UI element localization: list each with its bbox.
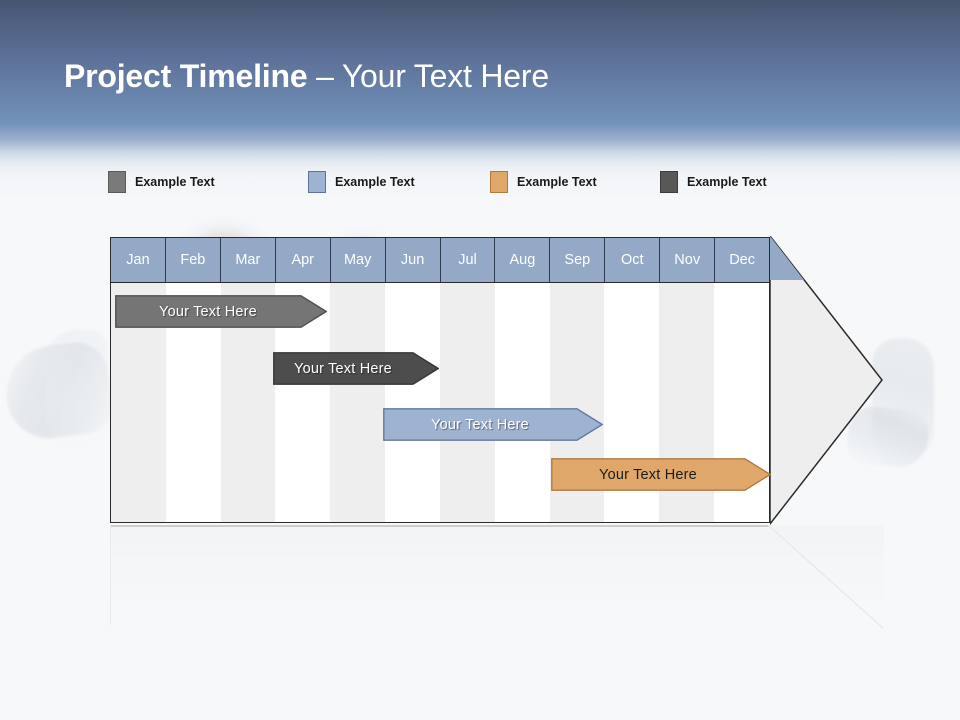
legend-item-4[interactable]: Example Text [660,170,767,194]
month-header-dec[interactable]: Dec [729,252,755,268]
month-header-apr[interactable]: Apr [276,238,331,282]
month-header-nov[interactable]: Nov [660,238,716,282]
legend-label-3: Example Text [517,175,597,189]
timeline-task-bar-1[interactable]: Your Text Here [115,295,327,328]
page-title-strong: Project Timeline [64,58,308,94]
timeline-task-bar-3[interactable]: Your Text Here [383,408,603,441]
task-bar-label-1: Your Text Here [159,303,257,320]
timeline-column-jul [439,238,495,522]
month-header-oct[interactable]: Oct [605,238,661,282]
month-header-aug[interactable]: Aug [495,238,551,282]
legend-swatch-icon-2 [308,171,326,193]
legend-item-3[interactable]: Example Text [490,170,597,194]
timeline-arrow-head [770,235,883,525]
month-header-may[interactable]: May [331,238,386,282]
task-bar-arrow-shape-1 [115,295,327,328]
legend-swatch-icon-3 [490,171,508,193]
task-bar-arrow-shape-3 [383,408,603,441]
ghost-photo-right-leg [872,338,934,456]
month-header-mar[interactable]: Mar [221,238,276,282]
task-bar-arrow-shape-2 [273,352,439,385]
timeline-task-bar-2[interactable]: Your Text Here [273,352,439,385]
timeline-column-mar [220,238,276,522]
month-header-jul[interactable]: Jul [441,238,496,282]
legend-swatch-icon-1 [108,171,126,193]
legend-label-2: Example Text [335,175,415,189]
legend-label-1: Example Text [135,175,215,189]
timeline-task-bar-4[interactable]: Your Text Here [551,458,771,491]
ghost-photo-left-leg [46,330,108,448]
timeline-column-jan [111,238,166,522]
timeline-column-feb [165,238,221,522]
month-header-sep[interactable]: Sep [550,238,606,282]
task-bar-label-3: Your Text Here [431,416,529,433]
legend-item-1[interactable]: Example Text [108,170,215,194]
task-bar-arrow-shape-4 [551,458,771,491]
legend: Example Text Example Text Example Text Exam… [108,170,868,194]
task-bar-label-2: Your Text Here [294,360,392,377]
timeline-column-aug [494,238,550,522]
legend-label-4: Example Text [687,175,767,189]
month-header-jun[interactable]: Jun [386,238,441,282]
month-header-jan[interactable]: Jan [111,238,166,282]
page-title: Project Timeline – Your Text Here [64,58,549,95]
legend-swatch-icon-4 [660,171,678,193]
task-bar-label-4: Your Text Here [599,466,697,483]
page-title-light: – Your Text Here [307,58,549,94]
legend-item-2[interactable]: Example Text [308,170,415,194]
month-header-feb[interactable]: Feb [166,238,221,282]
